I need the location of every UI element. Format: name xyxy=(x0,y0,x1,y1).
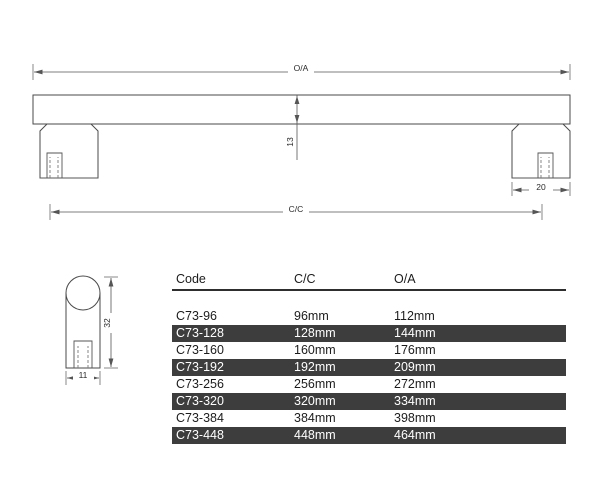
column-header-oa: O/A xyxy=(394,272,416,286)
end-view-fixing-outline xyxy=(73,340,93,368)
height-label-bg xyxy=(105,313,117,333)
thickness-dimension-label: 13 xyxy=(285,137,295,147)
centre-dimension-group: C/C xyxy=(49,204,543,220)
cell-oa: 176mm xyxy=(394,343,436,357)
table-header-spacer xyxy=(172,290,566,308)
cc-label-bg xyxy=(283,205,309,216)
table-body: C73-96 96mm 112mm C73-128 128mm 144mm C7… xyxy=(172,290,566,444)
left-leg-outline xyxy=(39,123,99,179)
cell-code: C73-256 xyxy=(176,377,224,391)
thickness-arrow-bottom xyxy=(294,115,300,123)
cell-oa: 272mm xyxy=(394,377,436,391)
cell-code: C73-320 xyxy=(172,393,290,410)
thickness-arrow-top xyxy=(294,96,300,104)
table-row: C73-384 384mm 398mm xyxy=(172,410,566,427)
table-header-row: Code C/C O/A xyxy=(172,272,566,290)
bar-elevation-group xyxy=(32,94,571,179)
leg-depth-label-bg xyxy=(529,183,553,193)
right-leg-outline xyxy=(511,123,571,179)
table-header: Code C/C O/A xyxy=(172,272,566,290)
specification-table: Code C/C O/A C73-96 96mm 112mm C73-128 1… xyxy=(172,272,566,444)
right-leg-fixing-detail xyxy=(537,152,554,178)
cell-oa: 398mm xyxy=(394,411,436,425)
table-row: C73-96 96mm 112mm xyxy=(172,308,566,325)
cell-cc: 448mm xyxy=(290,427,390,444)
bar-body-outline xyxy=(32,94,571,125)
left-fixing-outline xyxy=(46,152,63,178)
cell-code: C73-384 xyxy=(176,411,224,425)
cell-oa: 464mm xyxy=(390,427,566,444)
cc-dimension-label: C/C xyxy=(289,204,304,214)
right-fixing-outline xyxy=(537,152,554,178)
oa-label-bg xyxy=(288,64,314,75)
end-view-width-dimension: 11 xyxy=(65,370,101,385)
column-header-code: Code xyxy=(176,272,206,286)
cell-oa: 334mm xyxy=(390,393,566,410)
cell-oa: 112mm xyxy=(394,309,435,323)
end-view-height-dimension: 32 xyxy=(102,276,118,369)
end-view-fixing-detail xyxy=(73,340,93,368)
cell-code: C73-128 xyxy=(172,325,290,342)
table-row: C73-192 192mm 209mm xyxy=(172,359,566,376)
cell-cc: 96mm xyxy=(294,309,329,323)
width-label-bg xyxy=(73,371,94,381)
end-view-height-label: 32 xyxy=(102,318,112,328)
cell-oa: 144mm xyxy=(390,325,566,342)
cell-cc: 192mm xyxy=(290,359,390,376)
cell-cc: 384mm xyxy=(294,411,336,425)
leg-depth-dimension-label: 20 xyxy=(536,182,546,192)
cell-code: C73-96 xyxy=(176,309,217,323)
cell-cc: 128mm xyxy=(290,325,390,342)
end-view-group: 32 11 xyxy=(65,275,118,385)
cell-code: C73-448 xyxy=(172,427,290,444)
end-view-leg-body xyxy=(65,293,101,369)
cell-cc: 320mm xyxy=(290,393,390,410)
cell-cc: 160mm xyxy=(294,343,336,357)
overall-dimension-group: O/A xyxy=(32,63,571,80)
leg-depth-dimension-group: 20 xyxy=(511,182,571,196)
cell-code: C73-160 xyxy=(176,343,224,357)
column-header-cc: C/C xyxy=(294,272,316,286)
cell-cc: 256mm xyxy=(294,377,336,391)
table-row: C73-128 128mm 144mm xyxy=(172,325,566,342)
thickness-dimension-group: 13 xyxy=(285,95,300,160)
table-row: C73-160 160mm 176mm xyxy=(172,342,566,359)
table-row: C73-448 448mm 464mm xyxy=(172,427,566,444)
end-view-bar-circle xyxy=(65,275,101,311)
end-view-width-label: 11 xyxy=(79,370,88,380)
left-leg-fixing-detail xyxy=(46,152,63,178)
table-row: C73-320 320mm 334mm xyxy=(172,393,566,410)
table-row: C73-256 256mm 272mm xyxy=(172,376,566,393)
cell-oa: 209mm xyxy=(390,359,566,376)
cell-code: C73-192 xyxy=(172,359,290,376)
oa-dimension-label: O/A xyxy=(294,63,309,73)
specification-table-container: Code C/C O/A C73-96 96mm 112mm C73-128 1… xyxy=(172,272,566,444)
